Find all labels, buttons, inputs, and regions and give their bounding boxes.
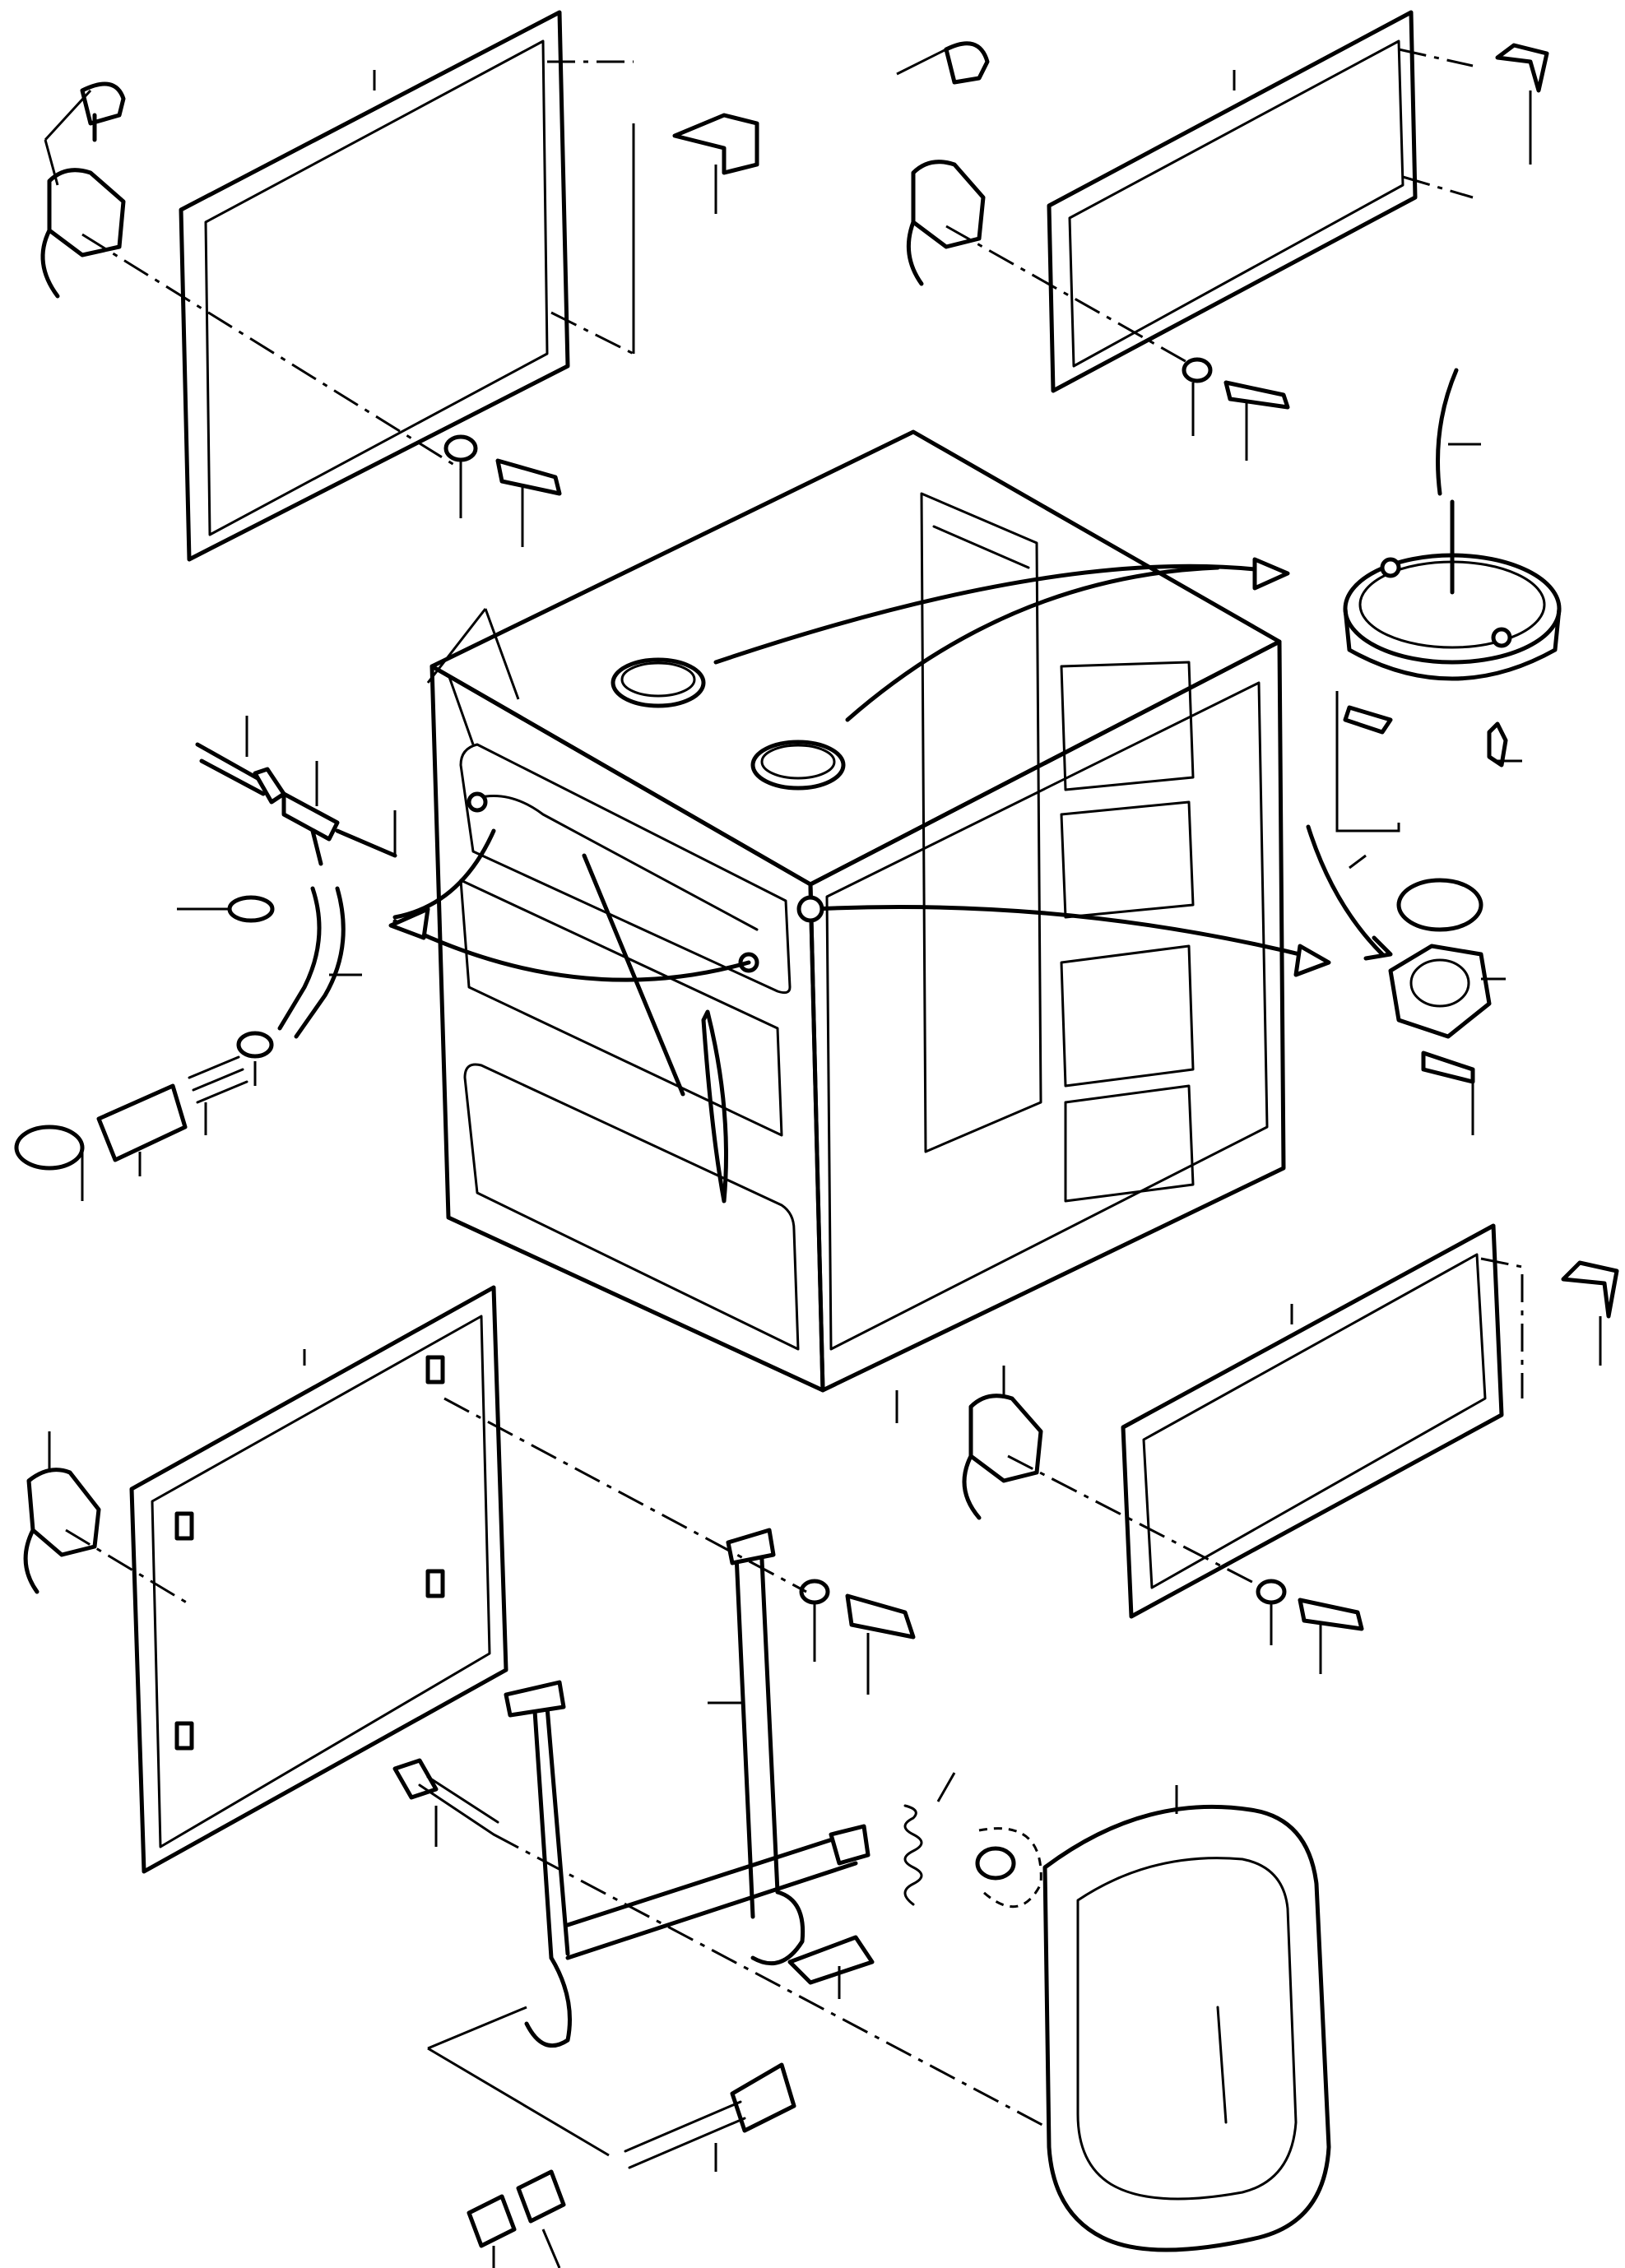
spring-and-nut [787,1772,1042,1999]
bracket-bottom-right [1561,1260,1619,1366]
rotary-switch [1306,824,1506,1135]
latch-bottom-left [23,1431,190,1606]
upper-bolt-washer [443,1397,916,1695]
screw-washer-top-left [443,434,562,547]
hose-clamp [227,895,275,923]
washer-hose-assembly [14,716,751,1201]
dome-light [1335,368,1562,833]
window-panel-top-right [1047,10,1474,393]
washer-pump [96,1083,188,1162]
callout-arrows-right [713,557,1331,977]
wiper-blade [701,1009,728,1204]
filler-opening-2 [750,740,846,791]
filler-opening-1 [611,657,706,708]
cab-body [429,429,1286,1393]
panel-bottom-right [1121,1223,1524,1619]
cab-leader-lines [426,608,898,1423]
screw-washer-bottom-right [1256,1579,1364,1674]
latch-top-left [40,81,462,471]
long-bolt-left [392,1758,1054,2132]
latch-bottom-right [962,1366,1272,1593]
screw-washer-top-right [1182,357,1290,461]
tee-connector [281,791,340,842]
panel-bottom-left [129,1285,508,1874]
bracket-top-right [1495,43,1549,165]
seat-cushion [1042,1785,1331,2252]
bulb-icon [1343,705,1393,735]
bracket-top-left [672,113,759,214]
wiper-arm [582,853,685,1097]
bottom-bolt-nuts [427,2006,796,2268]
latch-top-right [896,41,1202,372]
window-panel-top-left [179,10,635,562]
seat-frame [504,1528,871,2048]
